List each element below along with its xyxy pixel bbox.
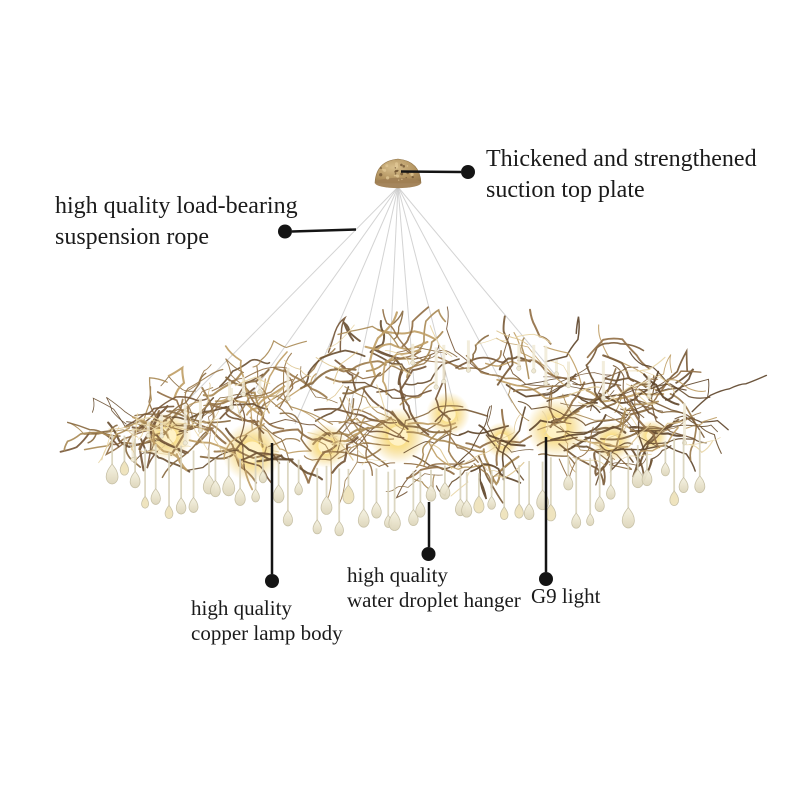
annotation-copper-lamp-body: high quality copper lamp body (191, 596, 343, 646)
annotation-text-line: suction top plate (486, 177, 645, 203)
annotation-text-line: water droplet hanger (347, 588, 521, 612)
callout-dot-suspension-rope (278, 224, 292, 239)
annotation-text-line: high quality (347, 563, 448, 587)
callout-line-suspension-rope (291, 228, 357, 233)
callout-dot-g9-light (539, 572, 553, 586)
annotation-suction-top-plate: Thickened and strengthened suction top p… (486, 144, 757, 206)
annotation-g9-light: G9 light (531, 584, 600, 609)
callout-dot-droplet-hanger (421, 547, 436, 561)
annotation-text-line: suspension rope (55, 224, 209, 250)
annotation-text-line: Thickened and strengthened (486, 146, 757, 172)
annotation-suspension-rope: high quality load-bearing suspension rop… (55, 191, 298, 253)
callout-dot-suction-plate (461, 165, 475, 179)
chandelier-art (59, 158, 768, 537)
annotation-text-line: high quality (191, 596, 292, 620)
callout-overlay (265, 165, 553, 588)
annotation-text-line: high quality load-bearing (55, 193, 298, 219)
annotation-text-line: copper lamp body (191, 621, 343, 645)
annotation-water-droplet-hanger: high quality water droplet hanger (347, 563, 521, 613)
callout-dot-copper-body (265, 574, 279, 588)
callout-line-suction-plate (400, 170, 462, 174)
annotation-text-line: G9 light (531, 584, 601, 608)
